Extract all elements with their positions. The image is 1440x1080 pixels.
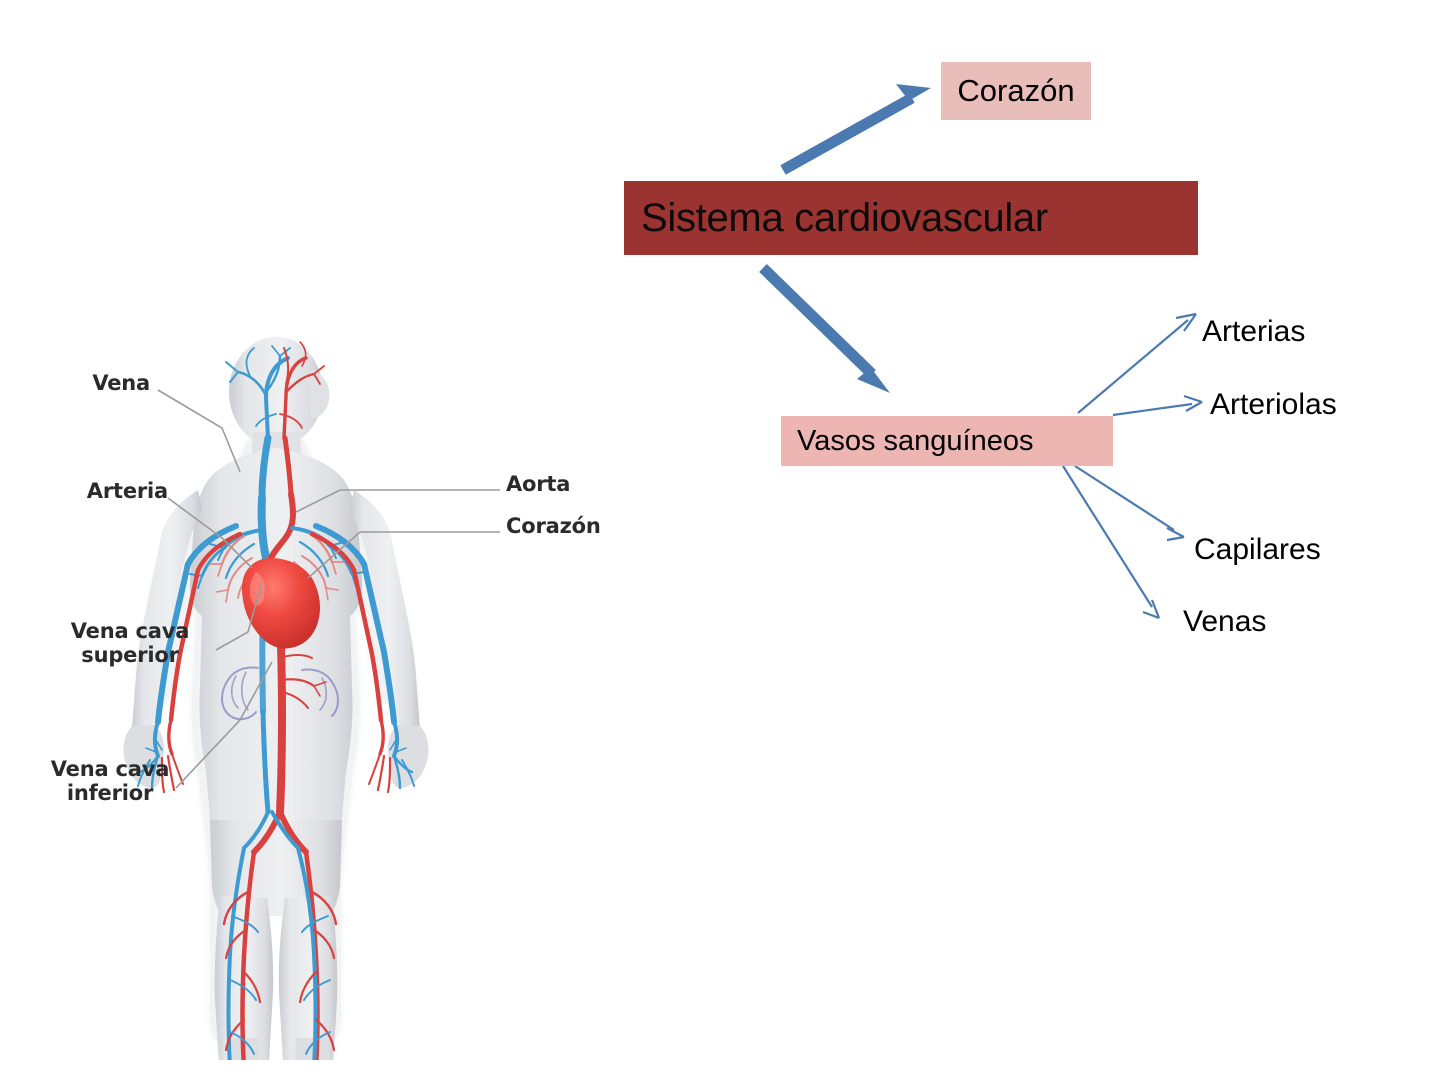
leader-line-arteria	[167, 497, 253, 569]
head-vessels	[225, 341, 325, 440]
anatomy-label-aorta: Aorta	[506, 472, 571, 496]
arrow-vasos-to-arterias	[1077, 312, 1197, 414]
leaf-label-venas: Venas	[1183, 605, 1267, 638]
arrow-sistema-to-corazon	[780, 84, 931, 175]
arrow-vasos-to-venas	[1062, 465, 1161, 620]
node-sistema-cardiovascular[interactable]: Sistema cardiovascular	[624, 181, 1198, 255]
leg-vessels	[222, 709, 338, 1060]
node-vasos-sanguineos-label: Vasos sanguíneos	[797, 424, 1034, 457]
leaf-label-arterias: Arterias	[1202, 315, 1306, 348]
leader-line-corazon	[307, 531, 500, 579]
anatomy-label-arteria: Arteria	[86, 479, 168, 503]
anatomy-label-corazon: Corazón	[506, 514, 601, 538]
anatomy-leader-lines	[157, 389, 500, 789]
leader-line-vena	[157, 389, 241, 473]
leader-line-vena-cava-superior	[215, 581, 263, 651]
anatomy-label-vena: Vena	[92, 371, 150, 395]
node-vasos-sanguineos[interactable]: Vasos sanguíneos	[781, 416, 1113, 466]
anatomy-svg	[123, 337, 500, 1060]
leader-line-aorta	[295, 489, 500, 513]
anatomy-label-vena-cava-superior: Vena cava superior	[70, 619, 190, 667]
cardiovascular-anatomy-illustration: Vena Arteria Vena cava superior Vena cav…	[40, 320, 640, 1060]
abdominal-vessels	[221, 654, 339, 720]
arrow-sistema-to-vasos	[759, 264, 890, 393]
arm-vessels	[137, 523, 415, 794]
node-corazon-label: Corazón	[957, 73, 1075, 108]
node-corazon[interactable]: Corazón	[941, 62, 1091, 120]
leader-line-vena-cava-inferior	[175, 661, 273, 789]
leaf-label-capilares: Capilares	[1194, 533, 1321, 566]
leaf-label-arteriolas: Arteriolas	[1210, 388, 1337, 421]
anatomy-label-vena-cava-inferior: Vena cava inferior	[50, 757, 170, 805]
arrow-vasos-to-capilares	[1074, 465, 1185, 542]
node-sistema-cardiovascular-label: Sistema cardiovascular	[641, 195, 1048, 240]
heart-organ	[242, 558, 320, 649]
arrow-vasos-to-arteriolas	[1112, 394, 1203, 417]
